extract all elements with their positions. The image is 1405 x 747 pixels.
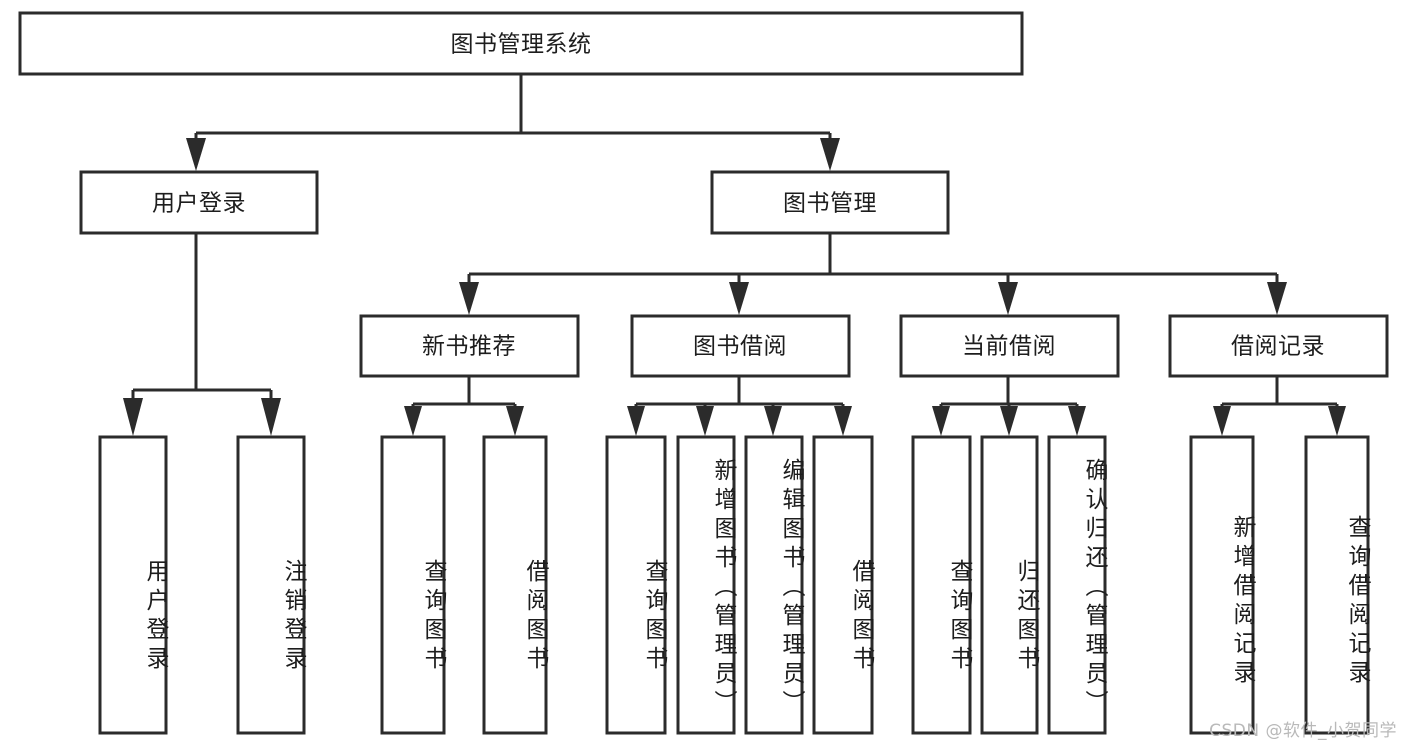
node-book-borrow-box[interactable] — [630, 314, 851, 378]
arrow-head-cb-leaf-3 — [1068, 406, 1086, 436]
leaf-box-br-add-record[interactable] — [1189, 435, 1255, 735]
node-book-management-label: 图书管理 — [783, 191, 877, 217]
arrow-head-bb-leaf-2 — [696, 406, 714, 436]
arrow-head-nbr-leaf-1 — [404, 406, 422, 436]
node-new-book-recommend-box[interactable] — [359, 314, 580, 378]
node-current-borrow-box[interactable] — [899, 314, 1120, 378]
arrow-head-leaf-user-login — [123, 398, 143, 436]
leaf-box-cb-query-book[interactable] — [911, 435, 972, 735]
node-book-borrow[interactable]: 图书借阅 — [630, 314, 851, 378]
arrow-head-bb-leaf-1 — [627, 406, 645, 436]
arrow-head-nbr-leaf-2 — [506, 406, 524, 436]
arrow-head-br-leaf-1 — [1213, 406, 1231, 436]
leaf-box-bb-add-book-admin[interactable] — [676, 435, 736, 735]
arrow-head-user-login — [186, 138, 206, 171]
node-root-label: 图书管理系统 — [451, 32, 592, 58]
node-book-management-box[interactable] — [710, 170, 950, 235]
node-user-login-label: 用户登录 — [152, 191, 246, 217]
node-root-book-management-system[interactable]: 图书管理系统 — [18, 11, 1024, 76]
leaf-box-logout[interactable] — [236, 435, 306, 735]
arrow-head-book-manage — [820, 138, 840, 171]
leaf-box-user-login[interactable] — [98, 435, 168, 735]
node-user-login-box[interactable] — [79, 170, 319, 235]
arrow-head-cb-leaf-1 — [932, 406, 950, 436]
node-borrow-record-label: 借阅记录 — [1231, 334, 1325, 360]
node-book-management[interactable]: 图书管理 — [710, 170, 950, 235]
arrow-head-br-leaf-2 — [1328, 406, 1346, 436]
csdn-watermark: CSDN @软件_小贺同学 — [1209, 721, 1397, 741]
leaf-box-nbr-borrow-book[interactable] — [482, 435, 548, 735]
node-current-borrow-label: 当前借阅 — [962, 334, 1056, 360]
arrow-head-current-borrow — [998, 282, 1018, 315]
node-new-book-recommend[interactable]: 新书推荐 — [359, 314, 580, 378]
arrow-head-book-borrow — [729, 282, 749, 315]
arrow-head-borrow-record — [1267, 282, 1287, 315]
node-root-box[interactable] — [18, 11, 1024, 76]
node-new-book-recommend-label: 新书推荐 — [422, 334, 516, 360]
arrow-head-cb-leaf-2 — [1000, 406, 1018, 436]
arrow-head-bb-leaf-4 — [834, 406, 852, 436]
leaf-box-bb-borrow-book[interactable] — [812, 435, 874, 735]
leaf-box-cb-return-book[interactable] — [980, 435, 1039, 735]
leaf-box-br-query-record[interactable] — [1304, 435, 1370, 735]
node-user-login[interactable]: 用户登录 — [79, 170, 319, 235]
leaf-box-bb-query-book[interactable] — [605, 435, 667, 735]
node-borrow-record-box[interactable] — [1168, 314, 1389, 378]
node-borrow-record[interactable]: 借阅记录 — [1168, 314, 1389, 378]
arrow-head-new-book-recommend — [459, 282, 479, 315]
connector-layer — [123, 74, 1346, 436]
node-current-borrow[interactable]: 当前借阅 — [899, 314, 1120, 378]
leaf-box-bb-edit-book-admin[interactable] — [744, 435, 804, 735]
leaf-box-cb-confirm-return-admin[interactable] — [1047, 435, 1107, 735]
arrow-head-bb-leaf-3 — [764, 406, 782, 436]
arrow-head-leaf-logout — [261, 398, 281, 436]
leaf-box-nbr-query-book[interactable] — [380, 435, 446, 735]
node-book-borrow-label: 图书借阅 — [693, 334, 787, 360]
